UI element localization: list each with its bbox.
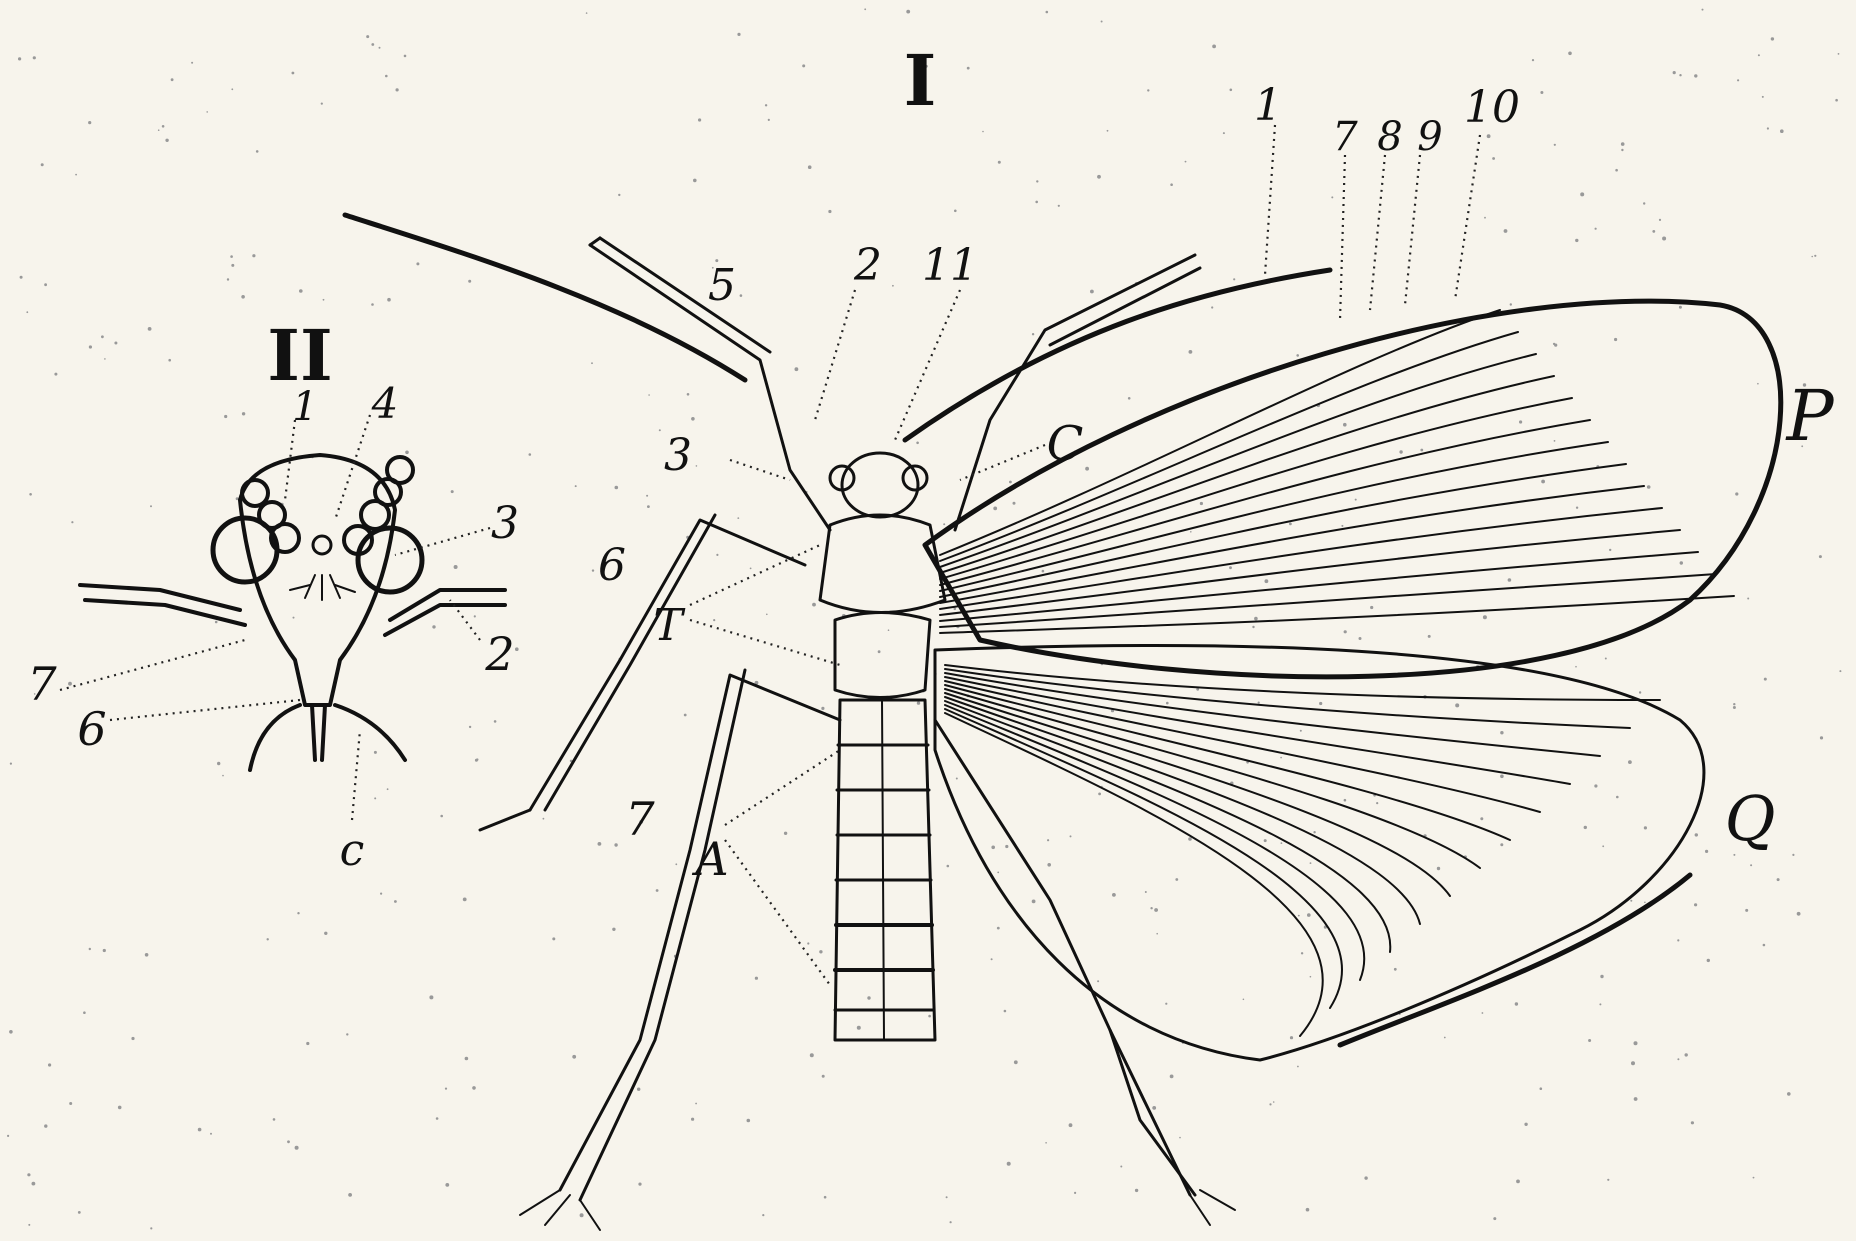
label-fig1-7-leg: 7 (625, 792, 655, 846)
label-fig2-3: 3 (491, 498, 519, 549)
label-fig1-6: 6 (598, 540, 626, 591)
label-fig2-6: 6 (77, 702, 106, 756)
label-fig1-2: 2 (853, 240, 882, 291)
thorax (820, 515, 945, 613)
label-fig2-1: 1 (292, 384, 317, 430)
label-fig1-C: C (1047, 416, 1084, 472)
left-antenna (345, 215, 745, 380)
mesothorax (835, 613, 930, 698)
figure-one-numeral: I (904, 39, 937, 122)
label-fig2-2: 2 (484, 627, 514, 681)
label-fig1-P: P (1784, 375, 1835, 457)
label-fig1-9: 9 (1417, 114, 1442, 160)
label-fig2-4: 4 (371, 379, 399, 428)
label-fig1-7: 7 (1332, 114, 1358, 160)
head-capsule (240, 455, 395, 705)
mandibles (250, 705, 405, 770)
label-fig1-A: A (691, 832, 728, 886)
label-fig1-8: 8 (1377, 114, 1402, 160)
face-texture (290, 575, 355, 600)
label-fig2-7: 7 (27, 657, 57, 711)
figure-two-head: II 1 4 3 2 7 6 c (27, 314, 519, 876)
right-foreleg (955, 255, 1195, 530)
label-fig1-5: 5 (708, 260, 736, 311)
figure-two-leader-lines (60, 415, 490, 820)
label-fig2-c: c (340, 825, 365, 876)
right-antenna (905, 270, 1330, 440)
figure-one-insect: I 1 7 8 9 10 11 2 5 3 6 T C 7 A P Q (345, 39, 1835, 1230)
label-fig1-T: T (653, 600, 686, 651)
label-fig1-10: 10 (1464, 82, 1520, 133)
left-hind-leg (560, 675, 840, 1190)
label-fig1-11: 11 (922, 240, 978, 291)
label-fig1-3: 3 (664, 430, 692, 481)
abdomen (835, 700, 935, 1040)
forewing (925, 301, 1781, 677)
hindwing (935, 645, 1704, 1060)
label-fig1-Q: Q (1725, 782, 1776, 855)
label-fig1-1: 1 (1254, 80, 1282, 131)
